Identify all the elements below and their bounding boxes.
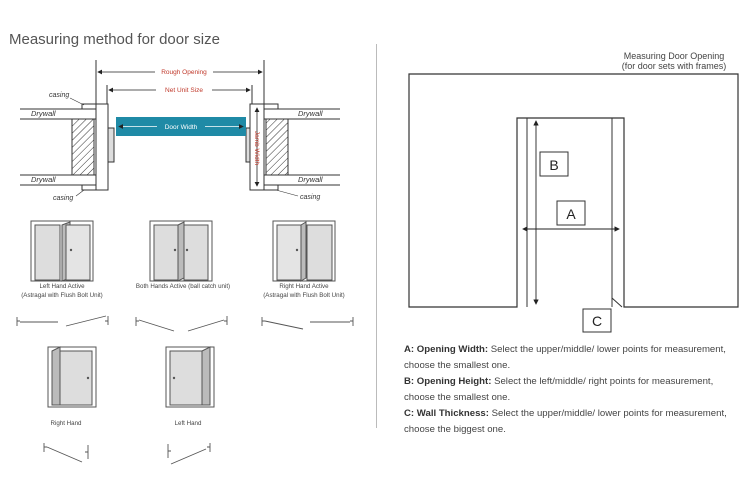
section-divider (376, 44, 377, 428)
door-left-hand-active: Left Hand Active (Astragal with Flush Bo… (21, 220, 103, 299)
note-c-text: Select the upper/middle/ lower points fo… (404, 408, 727, 435)
note-b-text: Select the left/middle/ right points for… (404, 376, 714, 403)
rough-opening-label: Rough Opening (161, 69, 207, 76)
net-unit-size-label: Net Unit Size (165, 87, 203, 94)
door-type-5-label: Left Hand (175, 420, 202, 427)
casing-bottom-label: casing (53, 195, 73, 202)
door-type-1-line1: Left Hand Active (39, 283, 85, 290)
casing-right-label: casing (300, 194, 320, 201)
door-type-4-label: Right Hand (51, 420, 83, 427)
page-title: Measuring method for door size (9, 31, 220, 48)
door-type-1-line2: (Astragal with Flush Bolt Unit) (21, 292, 103, 299)
note-a: A: Opening Width: Select the upper/middl… (404, 342, 744, 374)
opening-heading-line2: (for door sets with frames) (622, 61, 727, 71)
drywall-tr-label: Drywall (298, 109, 323, 118)
note-a-text: Select the upper/middle/ lower points fo… (404, 344, 726, 371)
drywall-br-label: Drywall (298, 175, 323, 184)
door-type-3-line2: (Astragal with Flush Bolt Unit) (263, 292, 345, 299)
door-type-3-line1: Right Hand Active (279, 283, 329, 290)
note-c-key: C: Wall Thickness: (404, 408, 489, 419)
note-a-key: A: Opening Width: (404, 344, 489, 355)
note-c: C: Wall Thickness: Select the upper/midd… (404, 406, 744, 438)
label-c: C (592, 313, 602, 329)
door-width-label: Door Width (165, 124, 198, 131)
door-type-2-line1: Both Hands Active (ball catch unit) (136, 283, 230, 290)
drywall-bl-label: Drywall (31, 175, 56, 184)
note-b-key: B: Opening Height: (404, 376, 492, 387)
door-right-hand: Right Hand (47, 346, 97, 427)
opening-diagram: Measuring Door Opening (for door sets wi… (408, 51, 739, 333)
plan-view: Rough Opening Net Unit Size Door Width (20, 60, 340, 202)
plan-symbols-row-2 (43, 443, 211, 465)
door-left-hand: Left Hand (165, 346, 215, 427)
label-b: B (549, 157, 558, 173)
door-right-hand-active: Right Hand Active (Astragal with Flush B… (263, 220, 345, 299)
opening-heading-line1: Measuring Door Opening (624, 51, 725, 61)
measurement-notes: A: Opening Width: Select the upper/middl… (404, 342, 744, 438)
casing-top-label: casing (49, 92, 69, 99)
jamb-width-label: Jamb Width (253, 131, 260, 166)
note-b: B: Opening Height: Select the left/middl… (404, 374, 744, 406)
door-both-hands-active: Both Hands Active (ball catch unit) (136, 220, 230, 290)
plan-symbols-row (16, 315, 354, 332)
drywall-tl-label: Drywall (31, 109, 56, 118)
label-a: A (566, 206, 576, 222)
